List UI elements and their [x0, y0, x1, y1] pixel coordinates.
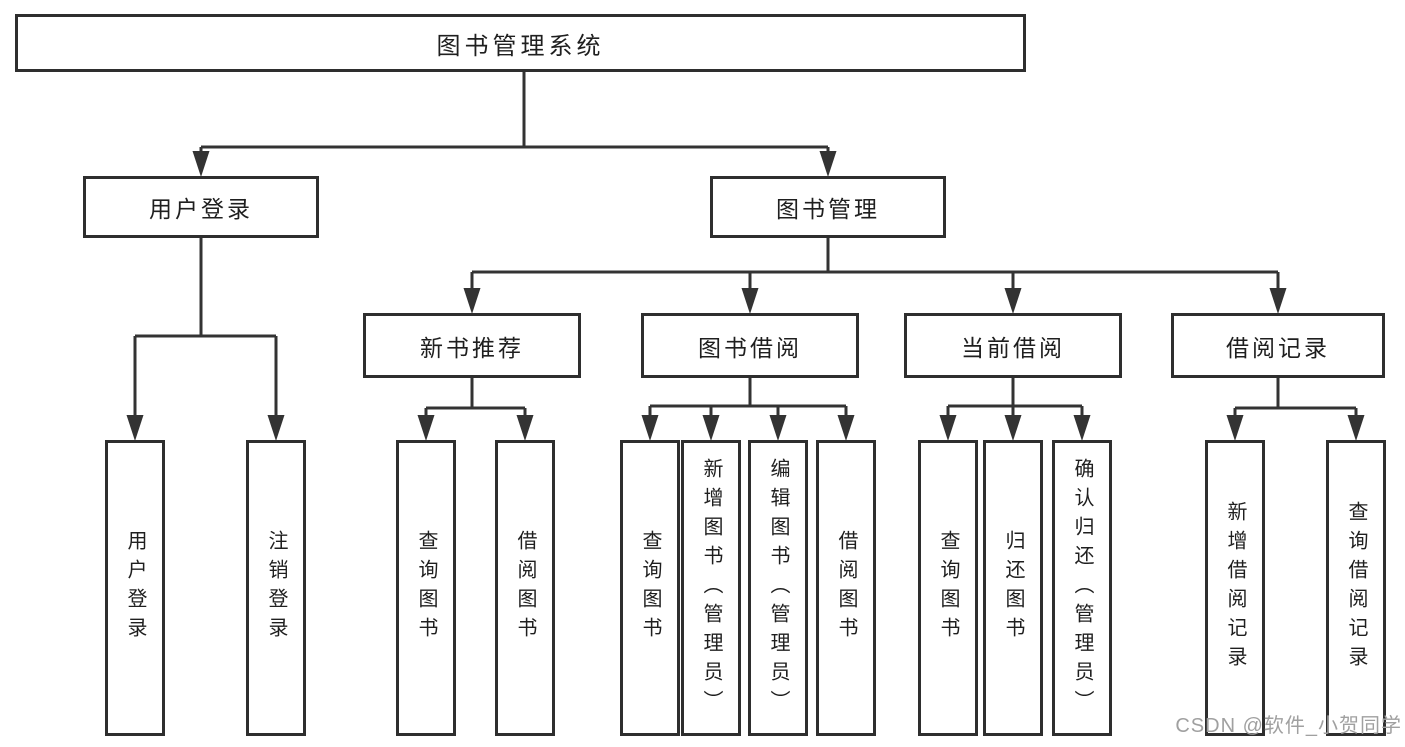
- node-borrowing-records-label: 借阅记录: [1226, 334, 1330, 361]
- leaf-confirm-return-admin-label: 确认归还（管理员）: [1071, 457, 1093, 719]
- node-user-login-label: 用户登录: [149, 196, 253, 222]
- node-user-login: 用户登录: [83, 176, 319, 238]
- arrow-down-icon: [1004, 288, 1022, 314]
- node-book-borrowing-label: 图书借阅: [698, 334, 802, 361]
- leaf-rec-query-books-label: 查询图书: [415, 530, 437, 646]
- leaf-query-borrow-record: 查询借阅记录: [1326, 440, 1386, 736]
- arrow-down-icon: [819, 151, 837, 177]
- leaf-current-query-books-label: 查询图书: [937, 530, 959, 646]
- node-new-book-recommend-label: 新书推荐: [420, 334, 524, 361]
- connector-line-group: [133, 72, 1358, 436]
- arrow-down-icon: [516, 415, 534, 441]
- arrow-down-icon: [267, 415, 285, 441]
- leaf-rec-query-books: 查询图书: [396, 440, 456, 736]
- leaf-edit-books-admin: 编辑图书（管理员）: [748, 440, 808, 736]
- leaf-add-books-admin: 新增图书（管理员）: [681, 440, 741, 736]
- arrow-down-icon: [126, 415, 144, 441]
- leaf-logout-label: 注销登录: [265, 530, 287, 646]
- leaf-add-borrow-record: 新增借阅记录: [1205, 440, 1265, 736]
- node-root-system: 图书管理系统: [15, 14, 1026, 72]
- arrow-down-icon: [463, 288, 481, 314]
- arrow-down-icon: [741, 288, 759, 314]
- arrow-down-icon: [1226, 415, 1244, 441]
- arrow-down-icon: [417, 415, 435, 441]
- node-current-borrowing: 当前借阅: [904, 313, 1122, 378]
- node-book-management: 图书管理: [710, 176, 946, 238]
- arrow-down-icon: [1004, 415, 1022, 441]
- arrow-down-icon: [1269, 288, 1287, 314]
- leaf-rec-borrow-books-label: 借阅图书: [514, 530, 536, 646]
- arrow-down-icon: [939, 415, 957, 441]
- node-root-label: 图书管理系统: [436, 32, 605, 60]
- watermark: CSDN @软件_小贺同学: [1175, 715, 1402, 737]
- leaf-logout: 注销登录: [246, 440, 306, 736]
- node-book-management-label: 图书管理: [776, 196, 880, 222]
- leaf-rec-borrow-books: 借阅图书: [495, 440, 555, 736]
- leaf-user-login: 用户登录: [105, 440, 165, 736]
- leaf-add-borrow-record-label: 新增借阅记录: [1224, 501, 1246, 675]
- arrow-down-icon: [769, 415, 787, 441]
- arrow-down-icon: [837, 415, 855, 441]
- leaf-current-query-books: 查询图书: [918, 440, 978, 736]
- leaf-borrow-books-label: 借阅图书: [835, 530, 857, 646]
- leaf-user-login-label: 用户登录: [124, 530, 146, 646]
- leaf-query-borrow-record-label: 查询借阅记录: [1345, 501, 1367, 675]
- node-new-book-recommend: 新书推荐: [363, 313, 581, 378]
- leaf-borrow-query-books-label: 查询图书: [639, 530, 661, 646]
- node-book-borrowing: 图书借阅: [641, 313, 859, 378]
- leaf-borrow-books: 借阅图书: [816, 440, 876, 736]
- arrow-down-icon: [641, 415, 659, 441]
- leaf-borrow-query-books: 查询图书: [620, 440, 680, 736]
- arrow-down-icon: [192, 151, 210, 177]
- arrow-down-icon: [1347, 415, 1365, 441]
- leaf-return-books: 归还图书: [983, 440, 1043, 736]
- arrow-down-icon: [1073, 415, 1091, 441]
- node-current-borrowing-label: 当前借阅: [961, 334, 1065, 361]
- arrow-down-icon: [702, 415, 720, 441]
- leaf-confirm-return-admin: 确认归还（管理员）: [1052, 440, 1112, 736]
- leaf-return-books-label: 归还图书: [1002, 530, 1024, 646]
- leaf-add-books-admin-label: 新增图书（管理员）: [700, 457, 722, 719]
- leaf-edit-books-admin-label: 编辑图书（管理员）: [767, 457, 789, 719]
- node-borrowing-records: 借阅记录: [1171, 313, 1385, 378]
